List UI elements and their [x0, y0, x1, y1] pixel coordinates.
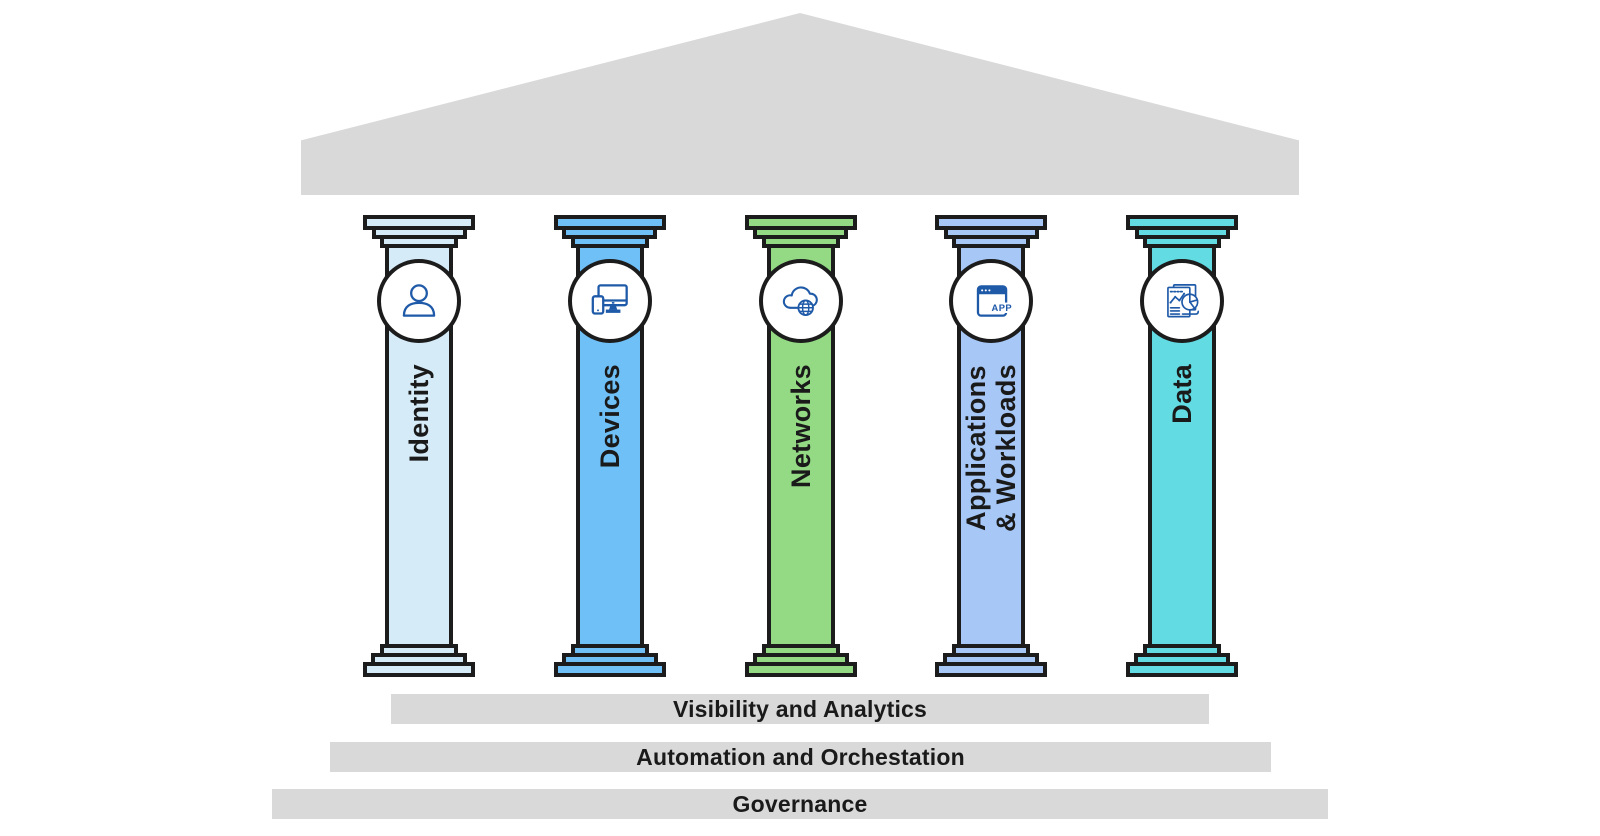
networks-icon-badge [758, 259, 843, 343]
foundation-bar-automation-orchestration: Automation and Orchestation [330, 742, 1271, 772]
pillar-label: Networks [785, 364, 816, 488]
pillar-base-bottom [935, 662, 1048, 677]
pillar-base-bottom [1126, 662, 1238, 677]
cloud-network-icon [782, 286, 818, 316]
pillar-identity: Identity [363, 215, 475, 677]
foundation-bar-label: Governance [732, 790, 868, 817]
svg-text:APP: APP [992, 303, 1013, 313]
app-window-icon: APP [977, 285, 1013, 317]
foundation-bar-governance: Governance [272, 789, 1328, 819]
pillar-base-bottom [744, 662, 857, 677]
pillar-base-bottom [553, 662, 666, 677]
pillar-label: Data [1166, 364, 1197, 424]
pillar-row: Identity Devices [363, 215, 1238, 677]
foundation-bar-visibility-analytics: Visibility and Analytics [391, 694, 1209, 724]
pillar-label: Applications & Workloads [961, 364, 1022, 532]
user-icon [402, 284, 436, 317]
applications-icon-badge: APP [949, 259, 1034, 343]
temple-roof [301, 13, 1299, 195]
pillar-label: Devices [594, 364, 625, 469]
identity-icon-badge [377, 259, 461, 343]
devices-icon-badge [567, 259, 652, 343]
devices-icon [591, 284, 628, 315]
foundation-bar-label: Automation and Orchestation [636, 743, 965, 770]
pillar-devices: Devices [553, 215, 666, 677]
pillar-networks: Networks [744, 215, 857, 677]
pillar-label: Identity [403, 364, 434, 463]
data-icon-badge [1140, 259, 1224, 343]
data-report-icon [1167, 284, 1200, 318]
pillar-data: Data [1126, 215, 1238, 677]
pillar-applications-workloads: Applications & Workloads APP [935, 215, 1048, 677]
foundation-bar-label: Visibility and Analytics [672, 695, 928, 722]
pillar-base-bottom [363, 662, 475, 677]
